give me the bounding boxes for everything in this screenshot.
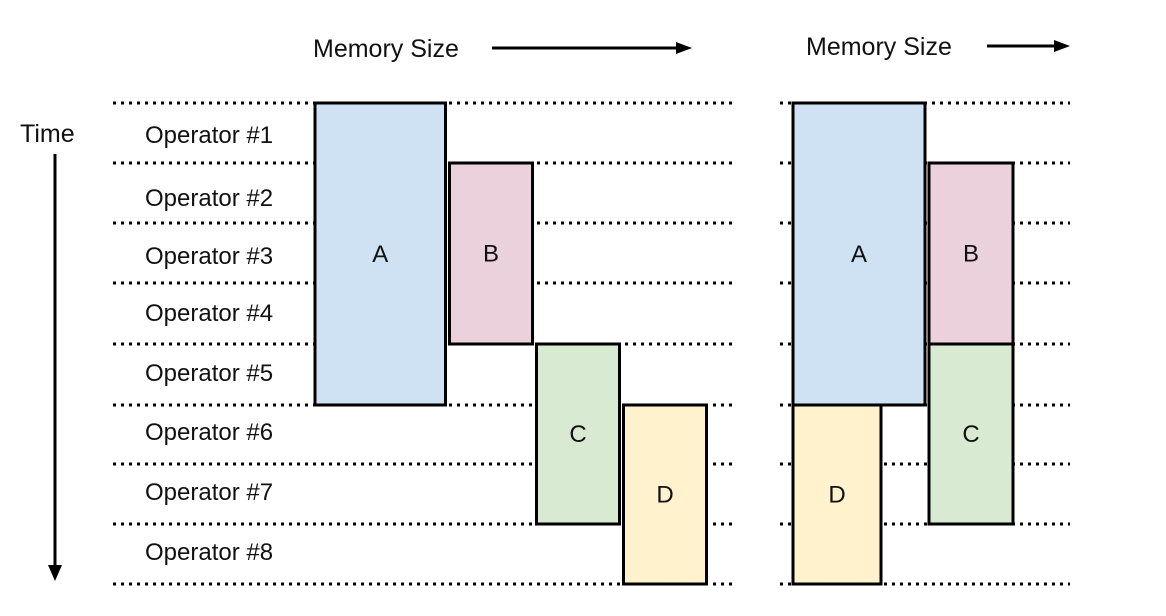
- block-label-left-C: C: [569, 421, 586, 448]
- block-left-D: [622, 403, 708, 586]
- block-label-right-B: B: [963, 241, 979, 268]
- block-label-left-D: D: [656, 482, 673, 509]
- time-axis-label: Time: [20, 120, 75, 148]
- memory-axis-label-left: Memory Size: [313, 35, 459, 63]
- block-left-A: [313, 101, 447, 407]
- operator-label-5: Operator #5: [145, 360, 273, 387]
- block-right-A: [791, 101, 927, 407]
- memory-axis-label-right: Memory Size: [806, 33, 952, 61]
- operator-label-7: Operator #7: [145, 479, 273, 506]
- panel-right-blocks: A B C D: [791, 101, 1015, 586]
- block-right-C: [927, 342, 1015, 526]
- block-label-left-B: B: [483, 241, 499, 268]
- memory-axis-arrowhead-right: [1054, 40, 1070, 52]
- block-left-C: [535, 342, 621, 526]
- operator-label-2: Operator #2: [145, 185, 273, 212]
- time-axis-arrowhead: [48, 565, 62, 581]
- block-label-right-D: D: [828, 482, 845, 509]
- block-right-B: [927, 161, 1015, 346]
- operator-label-1: Operator #1: [145, 122, 273, 149]
- block-label-right-A: A: [851, 241, 867, 268]
- block-right-D: [791, 403, 883, 586]
- operator-label-6: Operator #6: [145, 419, 273, 446]
- block-label-right-C: C: [962, 421, 979, 448]
- operator-label-8: Operator #8: [145, 539, 273, 566]
- operator-label-3: Operator #3: [145, 243, 273, 270]
- operator-label-4: Operator #4: [145, 300, 273, 327]
- block-left-B: [448, 161, 534, 346]
- panel-left-blocks: A B C D: [313, 101, 708, 586]
- block-label-left-A: A: [372, 241, 388, 268]
- memory-axis-arrowhead-left: [676, 42, 692, 54]
- operator-labels: Operator #1 Operator #2 Operator #3 Oper…: [145, 122, 273, 566]
